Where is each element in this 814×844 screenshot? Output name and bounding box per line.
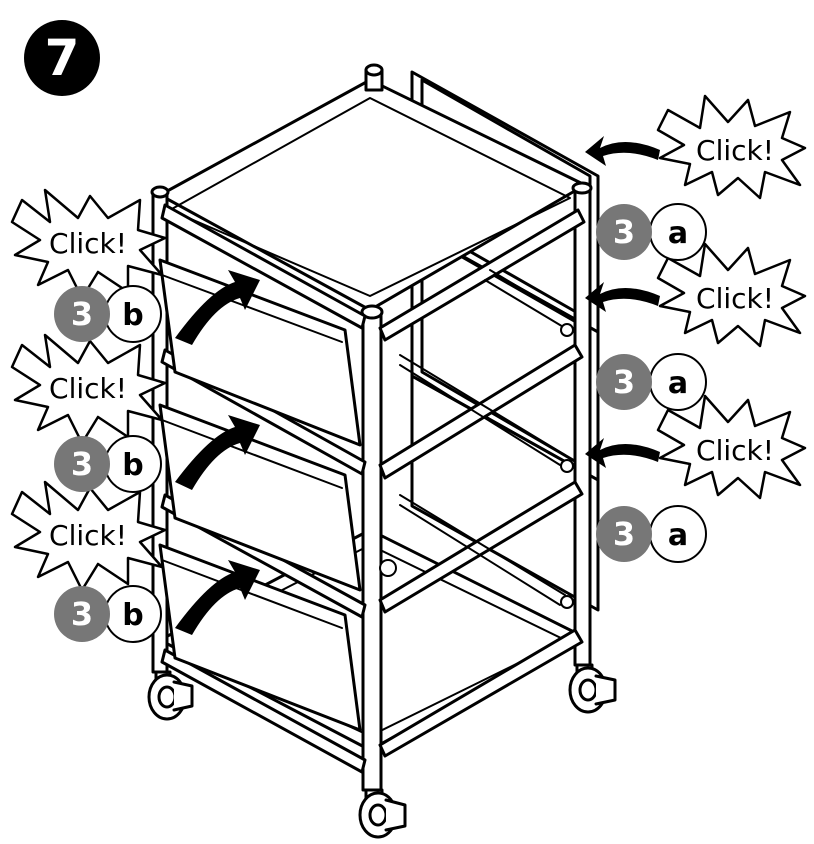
part-number: 3 — [71, 445, 93, 483]
side-tubes — [378, 208, 586, 758]
top-shelf — [158, 78, 587, 312]
part-letter: a — [668, 518, 688, 553]
casters — [147, 663, 617, 839]
part-letter: b — [122, 298, 143, 333]
part-number: 3 — [613, 213, 635, 251]
part-ref-3b-1: 3 b — [54, 285, 162, 343]
arrow-1 — [175, 270, 260, 345]
part-letter: b — [122, 448, 143, 483]
click-label: Click! — [696, 434, 774, 467]
part-ref-3a-2: 3 a — [596, 353, 707, 411]
slide-rails — [379, 269, 574, 609]
arrow-a2 — [585, 282, 660, 312]
part-ref-3b-2: 3 b — [54, 435, 162, 493]
step-number: 7 — [44, 29, 80, 87]
click-label: Click! — [49, 227, 127, 260]
click-label: Click! — [696, 134, 774, 167]
arrow-a1 — [585, 136, 660, 166]
part-ref-3b-3: 3 b — [54, 585, 162, 643]
step-number-badge: 7 — [24, 20, 100, 96]
arrow-2 — [175, 415, 260, 490]
click-burst-right-3: Click! — [656, 394, 807, 500]
click-burst-left-1: Click! — [10, 188, 167, 300]
front-insert-arrows — [175, 270, 260, 635]
click-label: Click! — [49, 372, 127, 405]
click-label: Click! — [696, 282, 774, 315]
part-letter: b — [122, 598, 143, 633]
arrow-3 — [175, 560, 260, 635]
part-number: 3 — [71, 595, 93, 633]
front-tubes — [160, 203, 367, 774]
part-letter: a — [668, 366, 688, 401]
click-burst-left-2: Click! — [10, 333, 167, 445]
part-ref-3a-3: 3 a — [596, 505, 707, 563]
arrow-a3 — [585, 438, 660, 468]
click-burst-right-1: Click! — [656, 94, 807, 200]
part-ref-3a-1: 3 a — [596, 203, 707, 261]
click-burst-left-3: Click! — [10, 480, 167, 592]
part-number: 3 — [613, 363, 635, 401]
part-number: 3 — [71, 295, 93, 333]
part-letter: a — [668, 216, 688, 251]
click-burst-right-2: Click! — [656, 242, 807, 348]
side-click-arrows — [585, 136, 660, 468]
click-label: Click! — [49, 519, 127, 552]
part-number: 3 — [613, 515, 635, 553]
